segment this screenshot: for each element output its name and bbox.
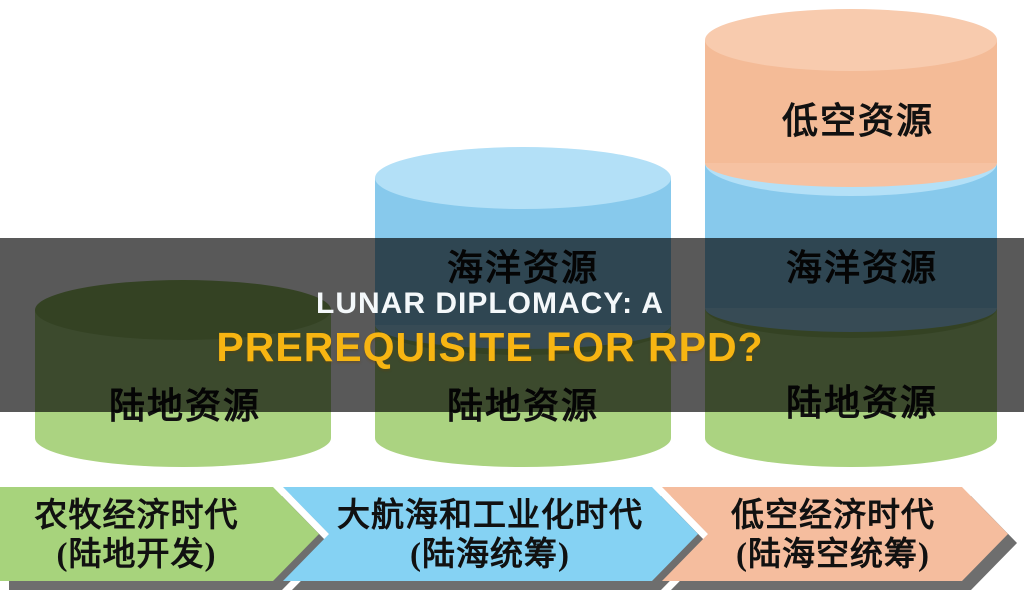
era-3-arrow	[662, 487, 1008, 581]
era-1-label-line-2: (陆地开发)	[56, 537, 217, 573]
era-2-label: 大航海和工业化时代 (陆海统筹)	[310, 497, 670, 575]
title-line-1: LUNAR DIPLOMACY: A	[316, 287, 664, 320]
era-1-label-line-1: 农牧经济时代	[34, 498, 239, 534]
era-1-arrow	[0, 487, 319, 581]
air-resource-label: 低空资源	[781, 101, 935, 141]
era-2-label-line-1: 大航海和工业化时代	[337, 498, 643, 534]
era-3-label-line-1: 低空经济时代	[731, 498, 935, 534]
era-2-arrow	[283, 487, 698, 581]
era-1-label: 农牧经济时代 (陆地开发)	[0, 497, 273, 575]
era-arrows	[0, 487, 1008, 581]
era-3-label: 低空经济时代 (陆海空统筹)	[663, 497, 1003, 575]
title-line-2: PREREQUISITE FOR RPD?	[216, 324, 764, 370]
overlay-title: LUNAR DIPLOMACY: A PREREQUISITE FOR RPD?	[0, 287, 980, 369]
era-3-label-line-2: (陆海空统筹)	[736, 537, 930, 573]
era-2-label-line-2: (陆海统筹)	[410, 537, 570, 573]
ocean-cylinder-top	[375, 147, 671, 209]
air-cylinder-top	[705, 9, 997, 71]
overlay-band	[0, 238, 1024, 412]
